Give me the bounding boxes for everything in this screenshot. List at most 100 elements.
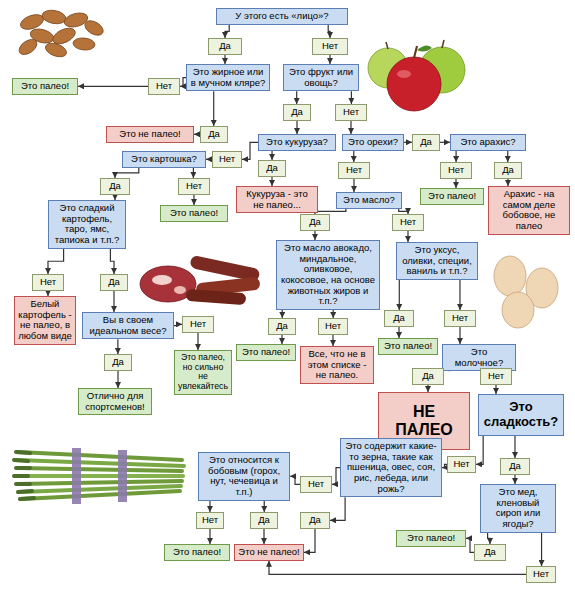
box-text: Нет xyxy=(484,371,508,382)
box-text: Это палео! xyxy=(240,347,292,358)
box-text: Это масло авокадо, миндальное, оливковое… xyxy=(280,243,376,307)
question-box: Это мед, кленовый сироп или ягоды? xyxy=(480,484,556,533)
answer-box: Нет xyxy=(212,151,242,168)
question-box: Это кукуруза? xyxy=(258,134,336,151)
box-text: Это орехи? xyxy=(346,137,400,148)
answer-box: Да xyxy=(258,160,286,177)
apples-illustration xyxy=(368,40,465,111)
box-text: Белый картофель - не палео, в любом виде xyxy=(18,299,72,342)
flow-arrow xyxy=(296,91,297,104)
flow-arrow xyxy=(263,529,264,544)
paleo-box: Это палео! xyxy=(236,344,296,361)
answer-box: Нет xyxy=(300,476,332,493)
flow-arrow xyxy=(329,55,330,64)
flow-arrow xyxy=(224,55,225,64)
box-text: Да xyxy=(212,41,238,52)
box-text: Это арахис? xyxy=(454,137,522,148)
flow-arrow xyxy=(514,436,515,458)
question-box: Это масло? xyxy=(336,192,402,209)
question-box: Это орехи? xyxy=(342,134,404,151)
answer-box: Нет xyxy=(335,104,367,121)
flow-arrow xyxy=(209,529,210,544)
box-text: Да xyxy=(504,461,526,472)
question-box: Это масло авокадо, миндальное, оливковое… xyxy=(276,240,380,310)
flow-arrow xyxy=(333,310,334,318)
flow-arrow xyxy=(495,385,496,394)
flow-arrow xyxy=(269,561,526,575)
box-text: Это палео! xyxy=(16,81,74,92)
box-text: Нет xyxy=(216,154,238,165)
flow-arrow xyxy=(48,249,64,275)
paleo-box: Это палео! xyxy=(160,205,228,222)
answer-box: Да xyxy=(300,214,330,231)
question-box: Это картошка? xyxy=(122,151,206,168)
not-paleo-box: Арахис - на самом деле бобовое, не палео xyxy=(488,186,570,235)
box-text: Арахис - на самом деле бобовое, не палео xyxy=(492,189,566,232)
answer-box: Да xyxy=(500,458,530,475)
box-text: Вы в своем идеальном весе? xyxy=(86,315,170,336)
box-text: Нет xyxy=(186,319,210,330)
flow-arrow xyxy=(290,476,300,484)
flow-arrow xyxy=(476,436,483,464)
box-text: Да xyxy=(478,547,502,558)
flow-arrow xyxy=(264,501,265,513)
eggs-illustration xyxy=(494,256,558,328)
box-text: Это сладкий картофель, таро, ямс, тапиок… xyxy=(52,203,122,246)
flow-arrow xyxy=(427,385,428,392)
flow-arrow xyxy=(314,231,315,240)
answer-box: Да xyxy=(412,368,444,385)
box-text: Нет xyxy=(182,181,206,192)
answer-box: Да xyxy=(300,512,330,529)
box-text: Да xyxy=(416,137,436,148)
flow-arrow xyxy=(350,121,351,134)
question-box: Вы в своем идеальном весе? xyxy=(82,312,174,339)
box-text: Это не палео! xyxy=(110,129,190,140)
flow-arrow xyxy=(440,142,450,143)
paleo-box: Это палео! xyxy=(164,544,230,561)
box-text: Нет xyxy=(304,479,328,490)
box-text: Нет xyxy=(444,165,468,176)
flow-arrow xyxy=(193,195,194,205)
flow-arrow xyxy=(398,327,399,338)
answer-box: Нет xyxy=(196,512,224,529)
not-paleo-box: Это не палео! xyxy=(234,544,304,561)
box-text: Это фрукт или овощь? xyxy=(287,67,355,88)
box-text: НЕ ПАЛЕО xyxy=(383,403,465,439)
not-paleo-box: Это не палео! xyxy=(106,126,194,143)
flow-arrow xyxy=(115,168,139,178)
flow-arrow xyxy=(353,151,354,162)
question-box: Это фрукт или овощь? xyxy=(283,64,359,91)
answer-box: Да xyxy=(100,274,128,291)
flow-arrow xyxy=(466,538,474,552)
flow-arrow xyxy=(117,339,118,354)
question-box: Это сладкость? xyxy=(478,394,564,436)
answer-box: Да xyxy=(250,512,278,529)
box-text: Нет xyxy=(396,217,420,228)
answer-box: Да xyxy=(412,134,440,151)
box-text: Да xyxy=(498,165,518,176)
answer-box: Нет xyxy=(480,368,512,385)
paleo-box: Это палео! xyxy=(378,338,438,355)
box-text: Да xyxy=(104,181,126,192)
answer-box: Да xyxy=(100,178,130,195)
paleo-box: Это палео! xyxy=(396,530,466,547)
box-text: Это мед, кленовый сироп или ягоды? xyxy=(484,487,552,530)
flow-arrow xyxy=(514,475,515,484)
flow-arrow xyxy=(399,280,400,310)
flow-arrow xyxy=(209,501,210,513)
answer-box: Да xyxy=(268,318,296,335)
flow-arrow xyxy=(193,168,194,178)
box-text: Нет xyxy=(339,107,363,118)
box-text: Кукуруза - это не палео... xyxy=(240,189,314,210)
box-text: Отлично для спортсменов! xyxy=(82,391,148,412)
flow-arrow xyxy=(271,151,272,160)
box-text: Это содержит какие-то зерна, такие как п… xyxy=(344,441,438,494)
box-text: Да xyxy=(262,163,282,174)
answer-box: Нет xyxy=(338,162,370,179)
question-box: У этого есть «лицо»? xyxy=(216,8,348,25)
answer-box: Нет xyxy=(526,566,556,583)
box-text: Да xyxy=(104,277,124,288)
flow-arrow xyxy=(507,151,508,162)
flow-arrow xyxy=(78,86,148,87)
